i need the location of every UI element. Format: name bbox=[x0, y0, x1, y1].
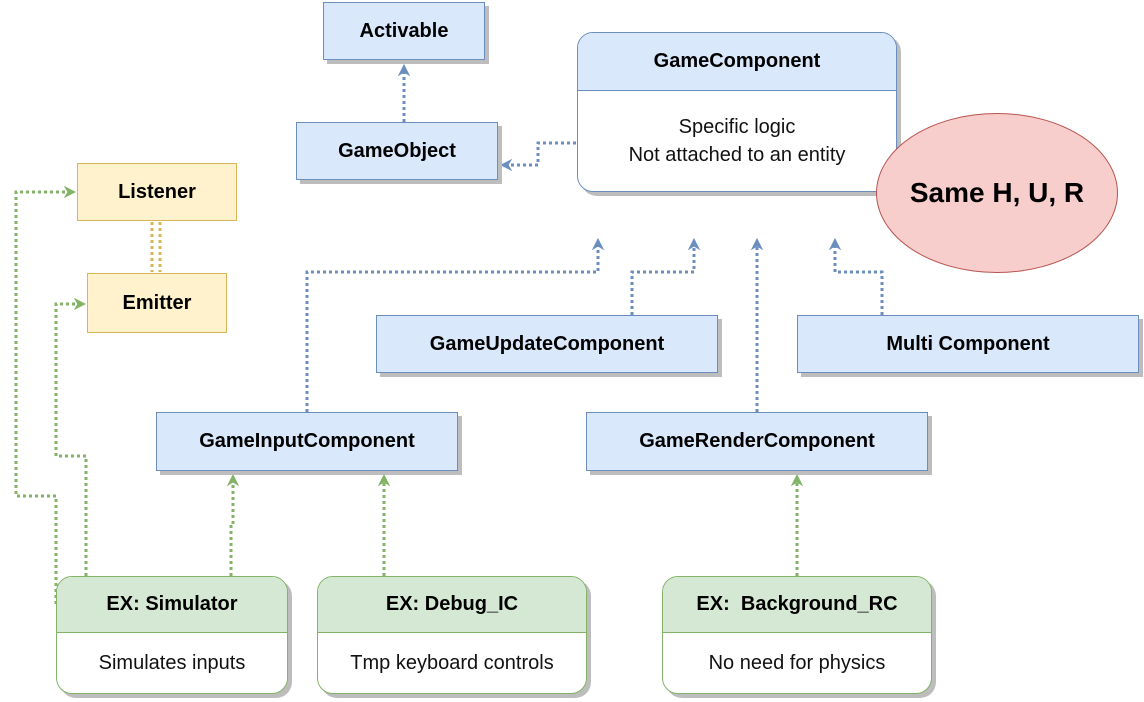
ex-simulator-text: Simulates inputs bbox=[98, 652, 246, 674]
activable-label: Activable bbox=[359, 19, 449, 42]
ex-debug-ic-title: EX: Debug_IC bbox=[385, 593, 519, 615]
connector-inputcomponent-gamecomponent bbox=[305, 244, 598, 412]
connector-simulator-emitter bbox=[54, 304, 88, 576]
activable-box[interactable]: Activable bbox=[323, 2, 485, 60]
emitter-label: Emitter bbox=[122, 291, 192, 314]
gameobject-label: GameObject bbox=[338, 139, 456, 162]
multicomponent-box[interactable]: Multi Component bbox=[797, 315, 1139, 373]
connector-simulator-listener bbox=[14, 192, 70, 604]
ex-background-rc-header: EX: Background_RC bbox=[663, 577, 931, 633]
gameinputcomponent-label: GameInputComponent bbox=[199, 430, 415, 452]
ex-background-rc-body: No need for physics bbox=[663, 633, 931, 693]
gamecomponent-line2: Not attached to an entity bbox=[628, 144, 846, 166]
gameobject-box[interactable]: GameObject bbox=[296, 122, 498, 180]
gameinputcomponent-box[interactable]: GameInputComponent bbox=[156, 412, 458, 471]
ex-background-rc-text: No need for physics bbox=[708, 652, 886, 674]
emitter-box[interactable]: Emitter bbox=[87, 273, 227, 333]
connector-multicomponent-gamecomponent bbox=[835, 244, 884, 315]
gamerendercomponent-label: GameRenderComponent bbox=[639, 430, 875, 452]
listener-label: Listener bbox=[118, 180, 196, 203]
ex-debug-ic-body: Tmp keyboard controls bbox=[318, 633, 586, 693]
listener-box[interactable]: Listener bbox=[77, 163, 237, 221]
multicomponent-label: Multi Component bbox=[886, 332, 1050, 355]
ex-background-rc-card[interactable]: EX: Background_RC No need for physics bbox=[662, 576, 932, 694]
ex-background-rc-title: EX: Background_RC bbox=[696, 593, 898, 615]
ex-debug-ic-text: Tmp keyboard controls bbox=[350, 652, 554, 674]
gameupdatecomponent-label: GameUpdateComponent bbox=[429, 332, 665, 355]
same-hur-label: Same H, U, R bbox=[909, 177, 1085, 208]
ex-simulator-body: Simulates inputs bbox=[57, 633, 287, 693]
ex-simulator-header: EX: Simulator bbox=[57, 577, 287, 633]
gamerendercomponent-box[interactable]: GameRenderComponent bbox=[586, 412, 928, 471]
gamecomponent-body: Specific logic Not attached to an entity bbox=[578, 91, 896, 191]
ex-debug-ic-card[interactable]: EX: Debug_IC Tmp keyboard controls bbox=[317, 576, 587, 694]
ex-debug-ic-header: EX: Debug_IC bbox=[318, 577, 586, 633]
gamecomponent-title: GameComponent bbox=[653, 50, 821, 72]
same-hur-ellipse[interactable]: Same H, U, R bbox=[876, 113, 1118, 273]
connector-updatecomponent-gamecomponent bbox=[630, 244, 694, 315]
connector-gamecomponent-gameobject bbox=[506, 141, 576, 165]
gamecomponent-card[interactable]: GameComponent Specific logic Not attache… bbox=[577, 32, 897, 192]
ex-simulator-card[interactable]: EX: Simulator Simulates inputs bbox=[56, 576, 288, 694]
ex-simulator-title: EX: Simulator bbox=[106, 593, 238, 615]
gameupdatecomponent-box[interactable]: GameUpdateComponent bbox=[376, 315, 718, 373]
connector-simulator-inputcomponent bbox=[231, 480, 233, 576]
gamecomponent-line1: Specific logic bbox=[678, 116, 796, 138]
gamecomponent-header: GameComponent bbox=[578, 33, 896, 91]
